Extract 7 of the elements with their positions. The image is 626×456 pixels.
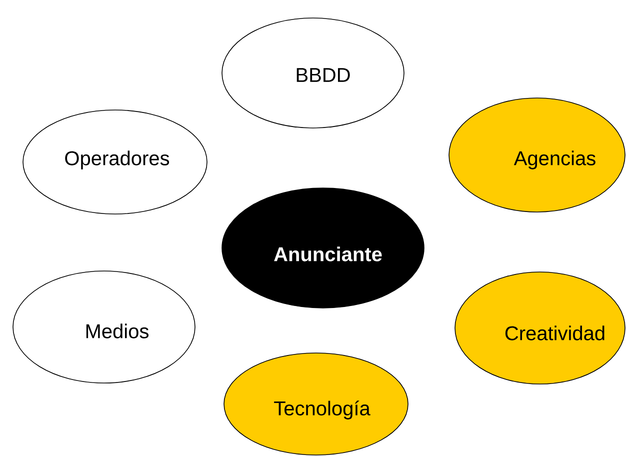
ellipse-node: Tecnología [224,352,408,456]
ellipse-node: Agencias [448,98,626,212]
ellipse-node: BBDD [222,18,404,128]
ellipse-node: Creatividad [454,272,626,384]
ellipse-node: Medios [12,270,196,384]
ellipse-node: Operadores [22,110,208,214]
ellipse-node: Anunciante [222,188,424,308]
